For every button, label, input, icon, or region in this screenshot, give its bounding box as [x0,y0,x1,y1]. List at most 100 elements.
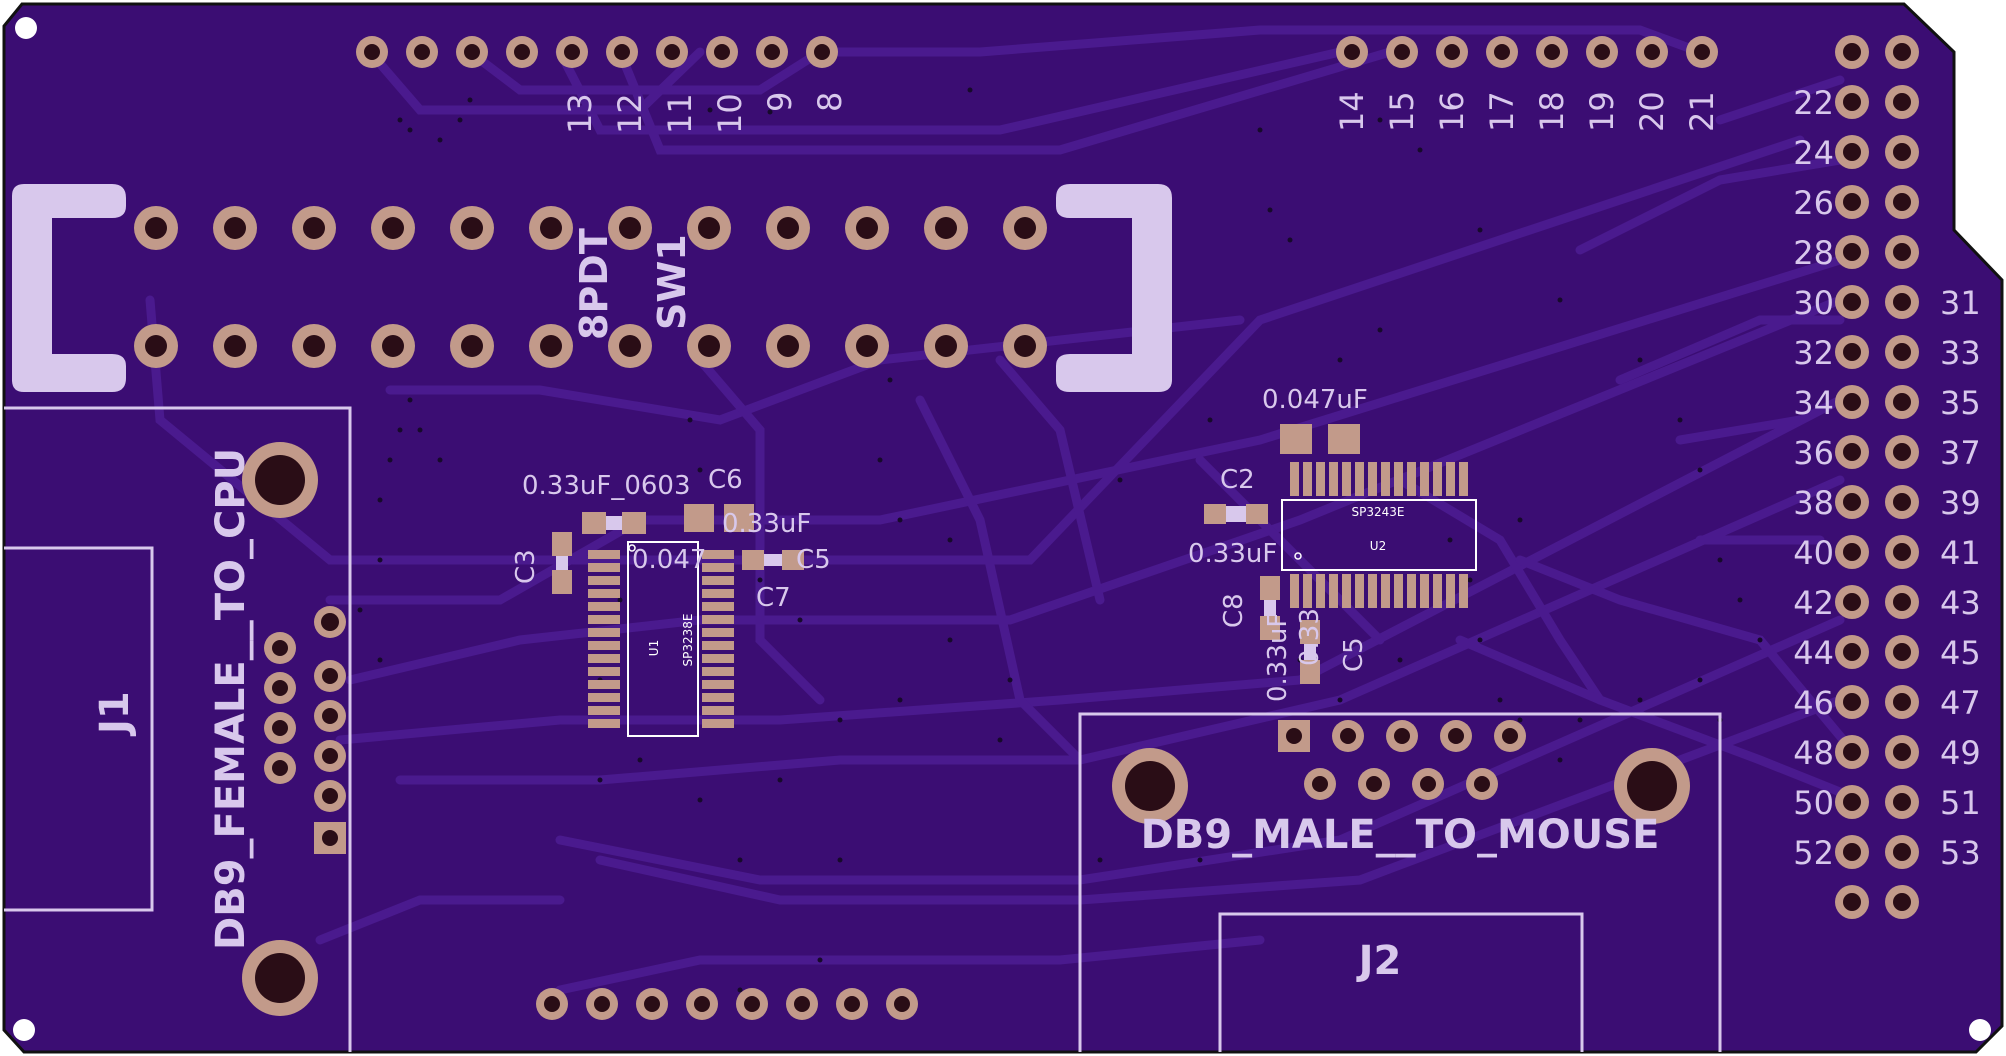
j2-pin [1412,768,1444,800]
vias [357,87,1763,993]
pin-label-12: 12 [611,93,649,134]
header-pin [756,36,788,68]
pin-label-53: 53 [1940,834,1981,872]
header-pin [1586,36,1618,68]
header-top-right [1336,36,1718,68]
pin-label-26: 26 [1793,184,1834,222]
u2-pad [1407,462,1416,496]
header-pin [736,988,768,1020]
pin-label-15: 15 [1383,91,1421,132]
corner-hole-top-left [15,17,37,39]
u2-value-label: SP3243E [1352,505,1405,519]
j1-pin [314,660,346,692]
header-pin [1835,85,1869,119]
u2-pad [1394,574,1403,608]
u2-pad [1433,574,1442,608]
j2-pin [1278,720,1310,752]
pin-label-33: 33 [1940,334,1981,372]
u2-pad [1381,462,1390,496]
pin-label-42: 42 [1793,584,1834,622]
u2-pad [1342,574,1351,608]
switch-pin [529,324,573,368]
j2-pin [1386,720,1418,752]
header-pin [636,988,668,1020]
switch-value-label: 8PDT [572,228,616,340]
u1-pad [588,602,620,611]
u2-pad [1446,574,1455,608]
u2-pad [1420,574,1429,608]
pin-label-17: 17 [1483,91,1521,132]
u1-pad [588,719,620,728]
switch-pin [608,324,652,368]
pin-label-41: 41 [1940,534,1981,572]
cap-label-033-0603: 0.33uF_0603 [522,471,691,501]
u1-pad [588,576,620,585]
u2-pad [1329,462,1338,496]
header-pin [686,988,718,1020]
j2-value-label: DB9_MALE__TO_MOUSE [1141,812,1660,858]
header-top-right-labels: 14 15 16 17 18 19 20 21 [1333,91,1721,132]
switch-bracket-right [1056,184,1172,392]
header-pin [1885,535,1919,569]
header-pin [1885,485,1919,519]
pin-label-10: 10 [711,93,749,134]
header-pin [1835,835,1869,869]
header-pin [1885,335,1919,369]
j2-outline [1078,712,1722,1052]
j2-pin [1358,768,1390,800]
u1-pad [588,563,620,572]
u2-pad [1303,574,1312,608]
switch-pin [1003,206,1047,250]
header-pin [1885,85,1919,119]
header-pin [1536,36,1568,68]
u1-pad [588,641,620,650]
header-pin [586,988,618,1020]
pin-label-47: 47 [1940,684,1981,722]
header-pin [1835,535,1869,569]
pin-label-11: 11 [661,93,699,134]
j1-inner-outline [4,546,154,912]
header-bottom [536,988,918,1020]
u1-pad [702,641,734,650]
header-pin [556,36,588,68]
header-pin [1835,885,1869,919]
pin-label-37: 37 [1940,434,1981,472]
header-pin [1835,735,1869,769]
pin-label-20: 20 [1633,91,1671,132]
header-pin [1885,385,1919,419]
u2-pad [1329,574,1338,608]
pin-label-19: 19 [1583,91,1621,132]
switch-pin [687,324,731,368]
u1-pad [588,615,620,624]
cap-label-033-vert: 0.33uF [1263,613,1293,702]
header-pin [1835,785,1869,819]
header-pin [706,36,738,68]
header-pin [536,988,568,1020]
header-pin [456,36,488,68]
j1-pin [314,822,346,854]
pin-label-28: 28 [1793,234,1834,272]
j1-pin [264,752,296,784]
j2-pin [1304,768,1336,800]
switch-pin [845,206,889,250]
u2-pad [1355,462,1364,496]
header-pin [406,36,438,68]
u1-pad [702,693,734,702]
j2-pin [1466,768,1498,800]
u2-pad [1316,462,1325,496]
header-right-double-row [1835,35,1919,919]
pin-label-32: 32 [1793,334,1834,372]
header-pin [1885,285,1919,319]
header-pin [1835,185,1869,219]
switch-pin [292,206,336,250]
cap-label-c5-partial: C5 [796,545,831,575]
switch-pin [213,324,257,368]
u1-pad [588,693,620,702]
header-pin [1885,585,1919,619]
u1-pad [702,719,734,728]
pin-label-36: 36 [1793,434,1834,472]
capacitors-u1: 0.33uF_0603 C6 0.33uF 0.047 C5 C7 C3 [511,465,831,613]
header-pin [1835,635,1869,669]
